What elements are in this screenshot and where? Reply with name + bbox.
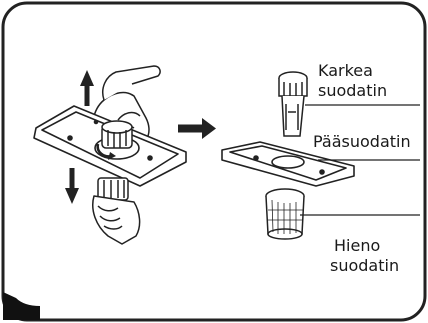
main-filter-label: Pääsuodatin <box>313 132 411 152</box>
filter-cylinder-left <box>102 121 132 148</box>
fine-filter <box>266 189 304 239</box>
fine-filter-label-line2: suodatin <box>330 256 399 276</box>
fine-filter-label-line1: Hieno <box>330 236 399 256</box>
coarse-filter-label: Karkea suodatin <box>318 61 387 101</box>
coarse-filter-label-line2: suodatin <box>318 81 387 101</box>
fine-filter-label: Hieno suodatin <box>330 236 399 276</box>
coarse-filter-label-line1: Karkea <box>318 61 387 81</box>
